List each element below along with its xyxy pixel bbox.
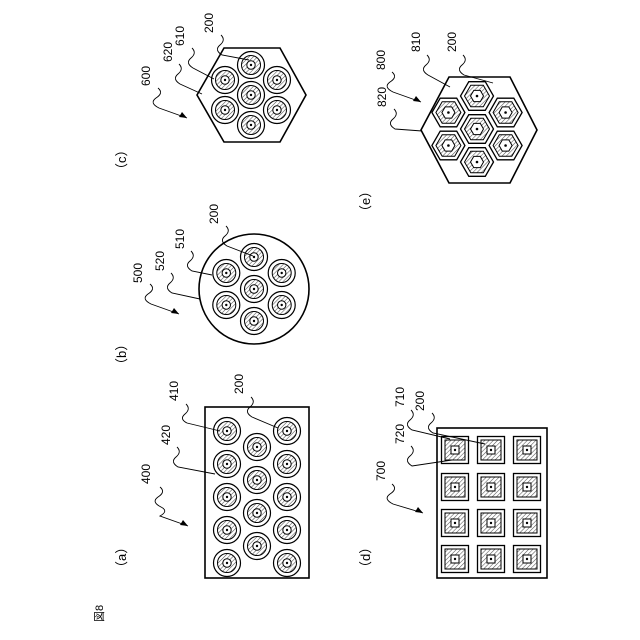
panel-a-arrowhead [180, 520, 188, 526]
panel-a-ref-outer: 420 [159, 425, 173, 445]
panel-e-elements [432, 82, 522, 177]
panel-a-element-c3 [244, 533, 271, 560]
panel-e-element-0 [489, 131, 522, 160]
panel-b-ref-overall: 500 [131, 263, 145, 283]
panel-d-elements [442, 437, 541, 573]
panel-b-element-1 [241, 308, 268, 335]
panel-e-element-3 [432, 98, 465, 127]
panel-c-element-2 [212, 97, 239, 124]
panel-d-ref-inner: 710 [393, 387, 407, 407]
panel-c-element-center [238, 82, 265, 109]
panel-d-ref-outer: 720 [393, 424, 407, 444]
panel-d-element-0-3 [442, 546, 469, 573]
panel-d-element-2-3 [514, 546, 541, 573]
panel-b-leader-outer [167, 273, 200, 299]
panel-e-element-4 [461, 82, 494, 111]
panel-c-element-1 [238, 112, 265, 139]
panel-a-element-r3 [274, 517, 301, 544]
panel-c-ref-overall: 600 [139, 66, 153, 86]
panel-c-ref-element: 200 [202, 13, 216, 33]
panel-b-element-2 [213, 292, 240, 319]
panel-a-element-r1 [274, 451, 301, 478]
panel-c-element-0 [263, 97, 290, 124]
panel-b-ref-element: 200 [207, 204, 221, 224]
panel-e-ref-element: 200 [445, 32, 459, 52]
panel-a-leader-outer [173, 447, 215, 474]
panel-a-element-c2 [244, 500, 271, 527]
panel-a: （a） 400 420 410 200 [114, 374, 309, 578]
panel-a-element-l0 [214, 418, 241, 445]
panel-e-ref-overall: 800 [374, 50, 388, 70]
panel-e-element-center [461, 115, 494, 144]
panel-d-element-1-3 [478, 546, 505, 573]
panel-a-element-r4 [274, 550, 301, 577]
panel-d-arrowhead [415, 507, 423, 513]
panel-a-ref-element: 200 [232, 374, 246, 394]
panel-e: （e） 800 820 810 200 [358, 32, 537, 218]
panel-a-element-l1 [214, 451, 241, 478]
panel-b-ref-outer: 520 [153, 251, 167, 271]
panel-a-element-r2 [274, 484, 301, 511]
panel-c-leader-outer [175, 64, 202, 94]
panel-e-element-5 [489, 98, 522, 127]
panel-d-element-2-1 [514, 474, 541, 501]
panel-e-element-2 [432, 131, 465, 160]
panel-b-arrowhead [171, 308, 179, 314]
panel-d-element-0-2 [442, 510, 469, 537]
panel-b-element-3 [213, 260, 240, 287]
panel-e-ref-inner: 810 [409, 32, 423, 52]
panel-c-leader-inner [188, 48, 214, 79]
panel-e-ref-outer: 820 [375, 87, 389, 107]
panel-d-element-2-0 [514, 437, 541, 464]
panel-d-ref-overall: 700 [374, 461, 388, 481]
panel-a-element-c0 [244, 434, 271, 461]
panel-a-ref-inner: 410 [167, 381, 181, 401]
panel-c-arrowhead [179, 112, 187, 118]
panel-a-element-r0 [274, 418, 301, 445]
panel-e-arrowhead [413, 96, 421, 102]
panel-d-label: （d） [358, 541, 373, 574]
panel-b-elements [213, 244, 295, 335]
panel-d-element-1-0 [478, 437, 505, 464]
panel-e-leader-outer [390, 109, 422, 131]
panel-e-element-1 [461, 148, 494, 177]
panel-a-label: （a） [114, 541, 129, 574]
panel-a-element-l3 [214, 517, 241, 544]
panel-d-element-1-1 [478, 474, 505, 501]
panel-b-element-0 [268, 292, 295, 319]
panel-e-leader-element [459, 55, 493, 83]
panel-b-label: （b） [114, 338, 129, 371]
panel-b: （b） 500 520 510 200 [114, 204, 309, 371]
panel-c-ref-inner: 610 [173, 26, 187, 46]
panel-a-ref-overall: 400 [139, 464, 153, 484]
panel-b-ref-inner: 510 [173, 229, 187, 249]
panel-c: （c） 600 620 610 200 [114, 13, 306, 176]
panel-d-element-0-0 [442, 437, 469, 464]
panel-c-element-5 [263, 67, 290, 94]
panel-d-element-1-2 [478, 510, 505, 537]
panel-b-element-5 [268, 260, 295, 287]
panel-a-element-l2 [214, 484, 241, 511]
panel-d-element-0-1 [442, 474, 469, 501]
panel-d: （d） 700 720 710 200 [358, 387, 547, 578]
panel-d-ref-element: 200 [413, 391, 427, 411]
panel-b-leader-inner [187, 251, 212, 275]
panel-c-element-3 [212, 67, 239, 94]
panel-c-label: （c） [114, 143, 129, 176]
panel-a-element-c1 [244, 467, 271, 494]
panel-d-element-2-2 [514, 510, 541, 537]
panel-b-element-center [241, 276, 268, 303]
panel-d-leader-inner [407, 410, 450, 439]
panel-b-element-4 [241, 244, 268, 271]
panel-c-elements [212, 52, 291, 139]
panel-a-elements [214, 418, 301, 577]
panel-a-element-l4 [214, 550, 241, 577]
panel-e-label: （e） [358, 185, 373, 218]
panel-c-element-4 [238, 52, 265, 79]
figure-number: 図8 [93, 605, 106, 622]
panel-a-leader-element [247, 397, 278, 428]
